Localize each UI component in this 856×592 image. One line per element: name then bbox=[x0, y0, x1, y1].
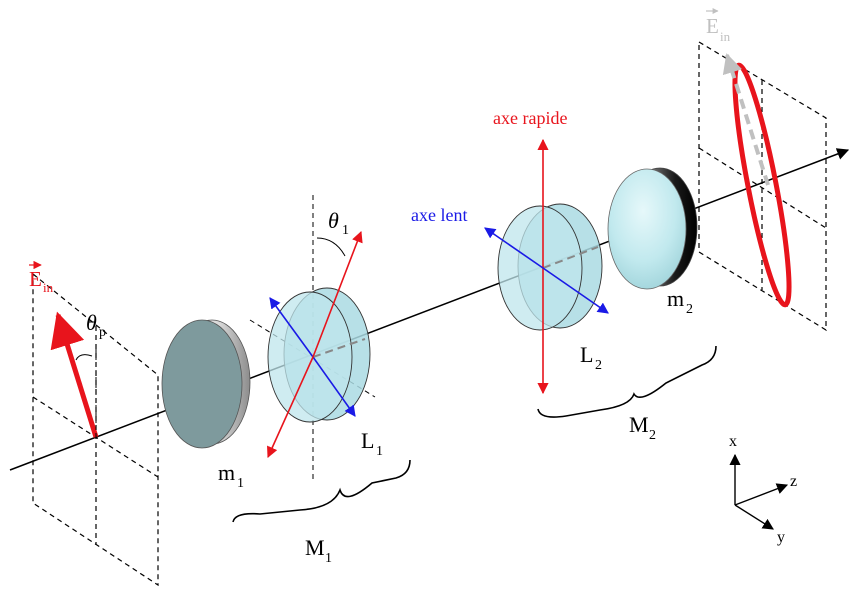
theta-1-symbol: θ bbox=[328, 208, 339, 233]
waveplate-L2 bbox=[484, 138, 609, 395]
slow-axis-label: axe lent bbox=[411, 205, 467, 225]
M2-subscript: 2 bbox=[649, 428, 656, 443]
m2-subscript: 2 bbox=[686, 302, 693, 317]
L2-label: L 2 bbox=[580, 342, 602, 373]
theta-1-subscript: 1 bbox=[342, 223, 349, 238]
axis-y-label: y bbox=[777, 529, 785, 546]
fast-axis-label: axe rapide bbox=[493, 108, 567, 128]
m1-symbol: m bbox=[218, 460, 235, 485]
L1-subscript: 1 bbox=[376, 444, 383, 459]
theta-p-subscript: p bbox=[99, 325, 106, 340]
M2-symbol: M bbox=[629, 412, 649, 437]
M1-subscript: 1 bbox=[325, 551, 332, 566]
coordinate-axes: x z y bbox=[729, 433, 797, 546]
e-in-symbol: E bbox=[29, 267, 42, 291]
m1-label: m 1 bbox=[218, 460, 244, 491]
e-in-label: E in bbox=[29, 260, 54, 295]
mirror-m2 bbox=[607, 167, 698, 290]
L1-label: L 1 bbox=[361, 428, 383, 459]
axis-x-label: x bbox=[729, 433, 737, 450]
m1-subscript: 1 bbox=[237, 476, 244, 491]
m2-label: m 2 bbox=[667, 286, 693, 317]
optical-axis bbox=[9, 148, 850, 471]
axis-z-label: z bbox=[790, 473, 797, 490]
e-in-subscript: in bbox=[43, 280, 54, 295]
m2-symbol: m bbox=[667, 286, 684, 311]
M1-symbol: M bbox=[305, 535, 325, 560]
L2-subscript: 2 bbox=[595, 358, 602, 373]
mirror-m1 bbox=[161, 319, 251, 449]
theta-p-label: θ p bbox=[86, 310, 106, 340]
theta-1-label: θ 1 bbox=[328, 208, 349, 238]
e-out-symbol: E bbox=[706, 14, 719, 38]
L1-symbol: L bbox=[361, 428, 374, 453]
theta-p-symbol: θ bbox=[86, 310, 97, 335]
brace-M2 bbox=[537, 345, 717, 418]
L2-symbol: L bbox=[580, 342, 593, 367]
input-polarization bbox=[50, 311, 99, 438]
M2-label: M 2 bbox=[629, 412, 656, 443]
brace-M1 bbox=[232, 459, 411, 523]
M1-label: M 1 bbox=[305, 535, 332, 566]
e-out-label: E in bbox=[706, 8, 731, 44]
waveplate-L1 bbox=[249, 195, 376, 480]
output-reference-arrow bbox=[722, 53, 770, 186]
output-plane bbox=[698, 40, 827, 332]
e-out-subscript: in bbox=[720, 29, 731, 44]
